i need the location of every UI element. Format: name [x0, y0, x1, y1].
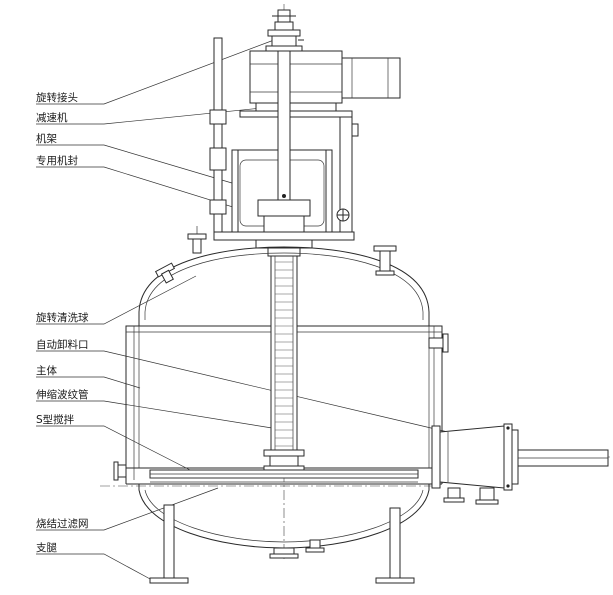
label-sintered-mesh: 烧结过滤网: [36, 517, 89, 530]
gear-reducer: [239, 50, 401, 118]
leader-lines: [36, 36, 449, 581]
bottom-nozzles: [269, 539, 325, 559]
label-support-legs: 支腿: [36, 542, 57, 554]
side-nozzle-left: [113, 461, 127, 481]
label-discharge-port: 自动卸料口: [36, 338, 89, 351]
label-rotary-joint: 旋转接头: [36, 91, 78, 104]
label-mechanical-seal: 专用机封: [36, 154, 78, 167]
top-nozzles: [154, 226, 397, 284]
label-frame: 机架: [36, 132, 57, 145]
label-cleaning-ball: 旋转清洗球: [36, 311, 89, 324]
label-bellows: 伸缩波纹管: [36, 388, 89, 401]
callout-labels: 旋转接头 减速机 机架 专用机封 旋转清洗球 自动卸料口 主体 伸缩波纹管 S型…: [36, 91, 89, 554]
label-s-agitator: S型搅拌: [36, 413, 75, 426]
label-reducer: 减速机: [36, 111, 68, 124]
bellows: [263, 255, 305, 471]
support-legs: [149, 504, 415, 584]
guide-column: [209, 37, 359, 241]
rotary-joint: [265, 9, 304, 52]
s-agitator: [149, 469, 419, 483]
discharge-port: [431, 423, 609, 505]
label-main-body: 主体: [36, 365, 57, 377]
side-nozzle-right: [428, 333, 449, 353]
shaft-and-seal: [213, 50, 355, 257]
vessel-top-head: [138, 246, 430, 326]
